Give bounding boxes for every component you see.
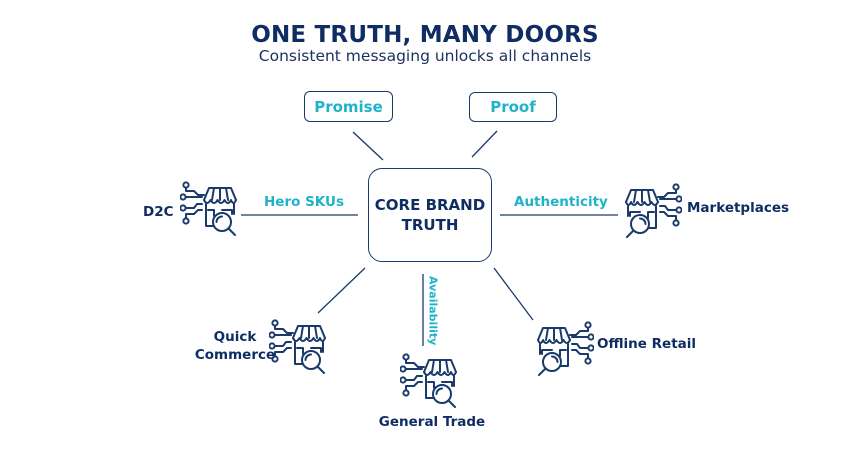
store-network-search-icon bbox=[400, 353, 457, 408]
core-line-1: CORE BRAND bbox=[374, 196, 486, 214]
connector-offline-retail bbox=[493, 267, 534, 321]
edge-label-hero-skus: Hero SKUs bbox=[264, 194, 345, 210]
store-network-search-icon bbox=[537, 321, 594, 376]
edge-label-authenticity: Authenticity bbox=[514, 194, 608, 210]
pillar-promise-label: Promise bbox=[314, 97, 383, 116]
channel-quick-commerce-line-2: Commerce bbox=[194, 347, 276, 363]
pillar-proof-label: Proof bbox=[490, 98, 536, 116]
channel-quick-commerce-label: Quick Commerce bbox=[180, 328, 290, 364]
connector-proof bbox=[471, 130, 498, 158]
connector-promise bbox=[352, 131, 384, 161]
store-network-search-icon bbox=[625, 183, 682, 238]
core-line-2: TRUTH bbox=[401, 216, 459, 234]
channel-d2c-label: D2C bbox=[143, 204, 174, 220]
edge-label-availability: Availability bbox=[426, 276, 440, 346]
channel-general-trade-label: General Trade bbox=[378, 414, 486, 430]
page-subtitle: Consistent messaging unlocks all channel… bbox=[258, 47, 592, 65]
connector-quick-commerce bbox=[317, 267, 366, 314]
core-brand-truth-box: CORE BRAND TRUTH bbox=[368, 168, 492, 262]
channel-quick-commerce-line-1: Quick bbox=[213, 329, 257, 345]
store-network-search-icon bbox=[269, 319, 326, 374]
pillar-proof: Proof bbox=[469, 92, 557, 122]
page-title: ONE TRUTH, MANY DOORS bbox=[251, 22, 599, 48]
channel-offline-retail-label: Offline Retail bbox=[597, 336, 697, 352]
channel-marketplaces-label: Marketplaces bbox=[687, 200, 790, 216]
pillar-promise: Promise bbox=[304, 91, 393, 122]
store-network-search-icon bbox=[180, 181, 237, 236]
